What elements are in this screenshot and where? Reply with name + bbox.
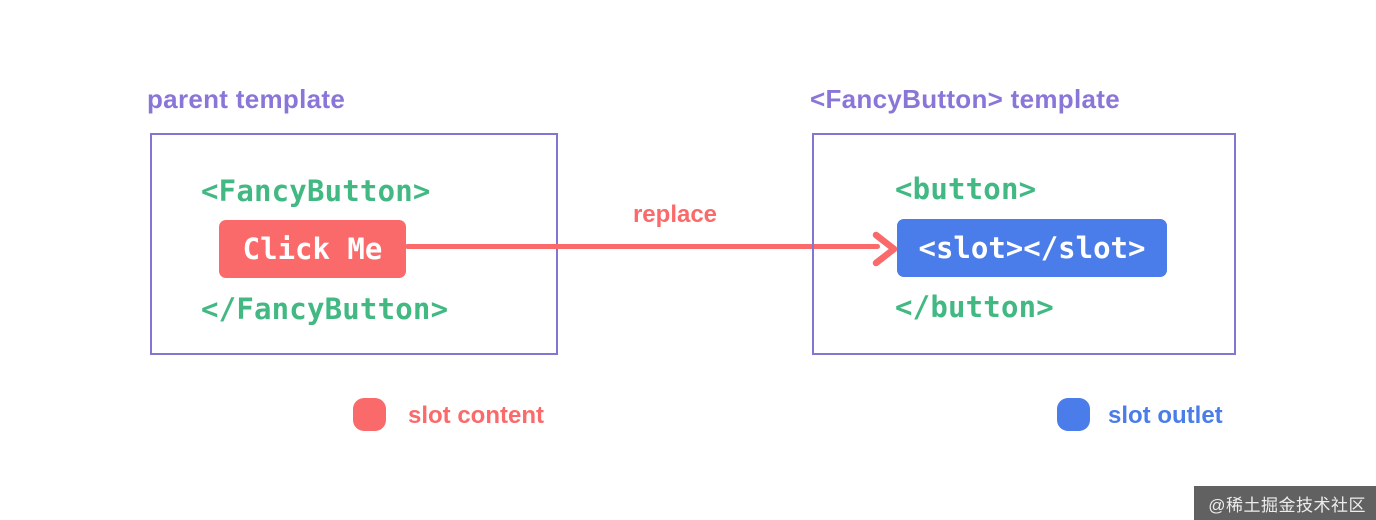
parent-template-title: parent template xyxy=(147,84,346,114)
fancybutton-template-box xyxy=(812,133,1236,355)
replace-arrow-line xyxy=(405,244,880,249)
juejin-watermark: @稀土掘金技术社区 xyxy=(1194,486,1376,520)
button-open-tag: <button> xyxy=(895,172,1037,206)
slot-outlet-legend-label: slot outlet xyxy=(1108,402,1223,429)
arrow-head-icon xyxy=(872,231,899,267)
button-close-tag: </button> xyxy=(895,290,1054,324)
slot-outlet-chip: <slot></slot> xyxy=(897,219,1167,277)
fancybutton-close-tag: </FancyButton> xyxy=(201,292,449,326)
slot-outlet-swatch-icon xyxy=(1057,398,1090,431)
slot-content-swatch-icon xyxy=(353,398,386,431)
slot-content-legend-label: slot content xyxy=(408,402,544,429)
fancybutton-template-title: <FancyButton> template xyxy=(810,84,1120,114)
fancybutton-open-tag: <FancyButton> xyxy=(201,174,431,208)
replace-arrow-label: replace xyxy=(632,201,718,228)
slot-content-chip: Click Me xyxy=(219,220,406,278)
